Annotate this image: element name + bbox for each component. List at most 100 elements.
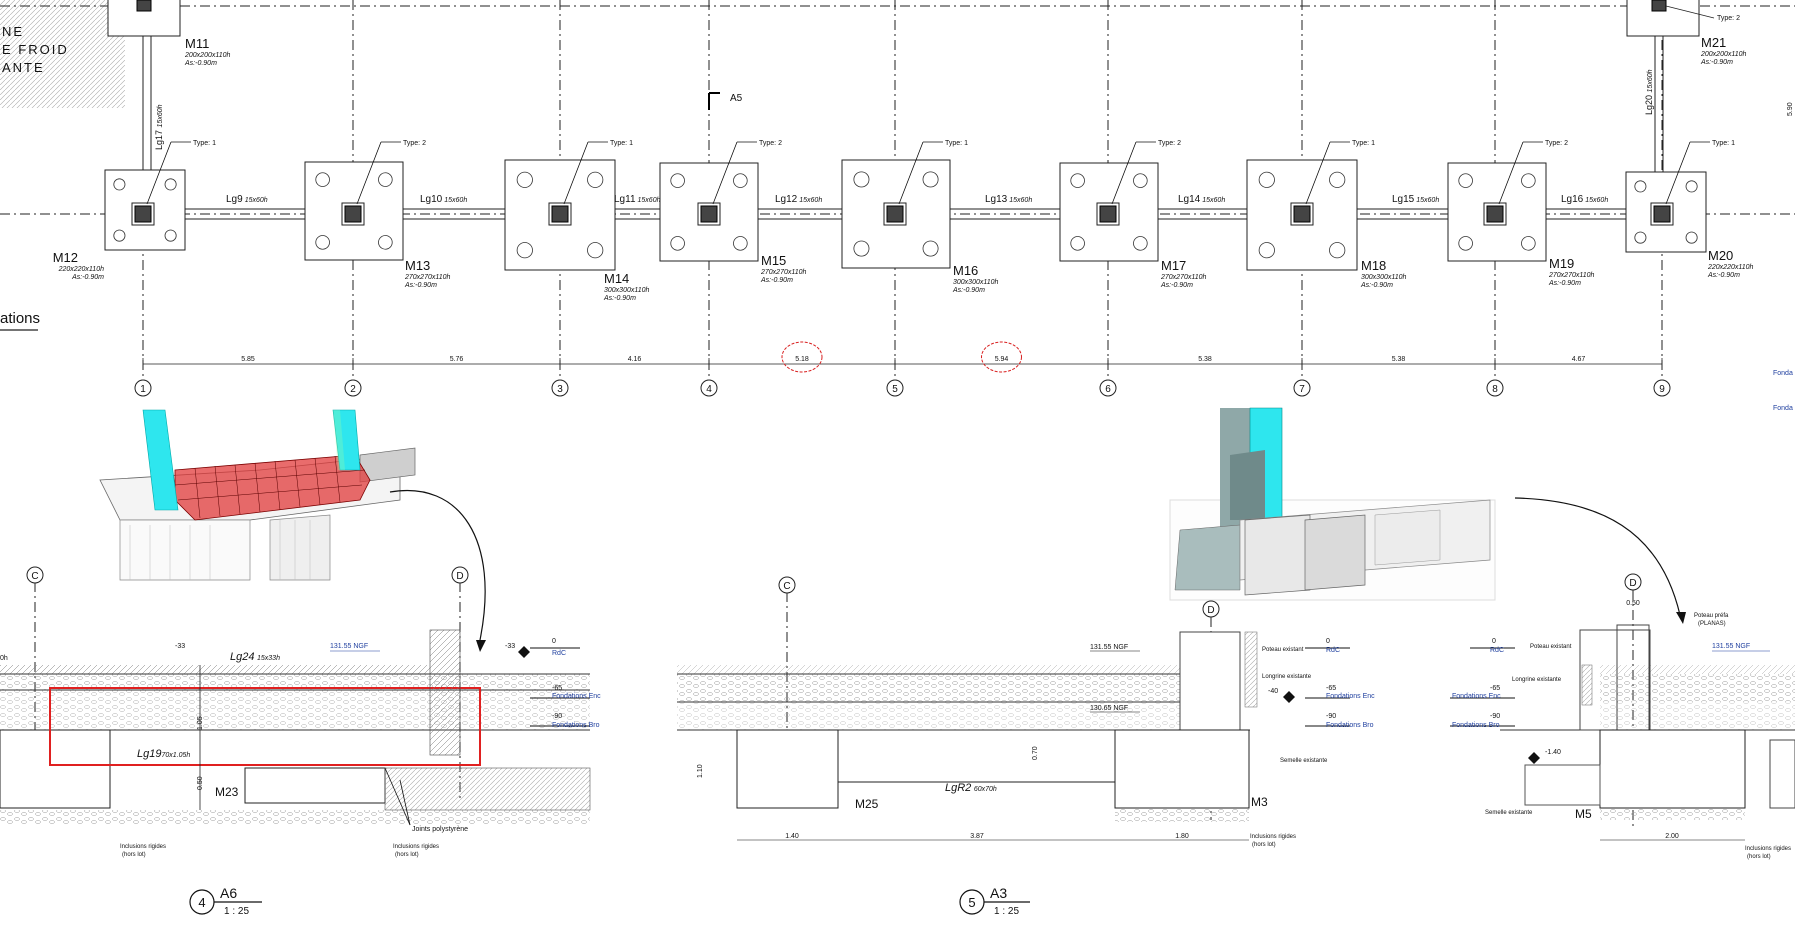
svg-text:Fondations Bro: Fondations Bro	[1452, 722, 1500, 729]
grid-axis-label: 8	[1492, 384, 1498, 395]
svg-text:A5: A5	[730, 93, 743, 104]
grid-axis-label: 2	[350, 384, 356, 395]
a3-axis-c: C	[783, 581, 790, 592]
a6-title-scale: 1 : 25	[224, 906, 249, 917]
footing-size: 270x270x110h	[1160, 274, 1207, 281]
footing-size: 220x220x110h	[1707, 264, 1754, 271]
footing-type-label: Type: 1	[1712, 140, 1735, 147]
footing-name: M13	[405, 258, 430, 273]
right-edge-label-2: Fonda	[1773, 405, 1793, 412]
column-cyan-right	[332, 409, 361, 471]
a6-level-65: -65 Fondations Enc	[530, 685, 601, 700]
right-note-3: Poteau existant	[1530, 644, 1572, 650]
a6-lg19: Lg1970x1.05h	[137, 748, 190, 760]
svg-text:-90: -90	[1326, 713, 1336, 720]
a6-axis-d: D	[456, 571, 463, 582]
grid-axis-label: 9	[1659, 384, 1665, 395]
footing-size: 270x270x110h	[1548, 272, 1595, 279]
footing-type-label: Type: 2	[1545, 140, 1568, 147]
section-right: D 0.50 Poteau préfa (PLANAS) Poteau exis…	[1450, 573, 1795, 860]
right-bottom-dim: 2.00	[1665, 833, 1679, 840]
footing-size: 300x300x110h	[1361, 274, 1407, 281]
footing-size: 270x270x110h	[404, 274, 451, 281]
a6-footing: M23	[215, 785, 239, 799]
svg-text:Fondations Bro: Fondations Bro	[1326, 722, 1374, 729]
m21-as: As:-0.90m	[1700, 59, 1733, 66]
a6-lg24: Lg24 15x33h	[230, 651, 280, 663]
grid-axis-bubble	[134, 379, 152, 397]
right-spot-level: -1.40	[1545, 749, 1561, 756]
right-note-5: Semelle existante	[1485, 810, 1533, 816]
a3-beam: LgR2 60x70h	[945, 782, 997, 794]
svg-text:0: 0	[1492, 638, 1496, 645]
a6-inclusion-2: (hors lot)	[122, 852, 146, 858]
footing-type-label: Type: 1	[610, 140, 633, 147]
svg-text:-90: -90	[552, 713, 562, 720]
a6-inclusion-1: Inclusions rigides	[120, 844, 166, 850]
right-level-90: -90 Fondations Bro	[1450, 713, 1515, 729]
grid-axis-bubble	[1486, 379, 1504, 397]
m21-name: M21	[1701, 35, 1726, 50]
svg-text:RdC: RdC	[552, 650, 566, 657]
grid-axis-label: 5	[892, 384, 898, 395]
a6-inclusion-3: Inclusions rigides	[393, 844, 439, 850]
grid-axis-bubble	[886, 379, 904, 397]
revision-cloud	[981, 341, 1022, 373]
right-edge-dim: 5.90	[1787, 102, 1794, 116]
grid-axis-bubble	[344, 379, 362, 397]
m11-name: M11	[185, 36, 209, 51]
span-dimension: 4.67	[1572, 356, 1586, 363]
m21-size: 200x200x110h	[1700, 51, 1747, 58]
m11-as: As:-0.90m	[184, 60, 217, 67]
a3-inclusion-1: Inclusions rigides	[1250, 834, 1296, 840]
footing-as: As:-0.90m	[952, 287, 985, 294]
svg-text:0: 0	[1326, 638, 1330, 645]
right-top-dim: 0.50	[1626, 600, 1640, 607]
a6-dim-1: 1.05	[197, 716, 204, 730]
footing-name: M20	[1708, 248, 1733, 263]
corner-text-2: E FROID	[2, 42, 69, 57]
a3-note-3: Semelle existante	[1280, 758, 1328, 764]
grid-axis-label: 6	[1105, 384, 1111, 395]
span-dimension: 5.38	[1392, 356, 1406, 363]
m11-size: 200x200x110h	[184, 52, 231, 59]
a3-dim-2: 3.87	[970, 833, 984, 840]
right-inclusion-2: (hors lot)	[1747, 854, 1771, 860]
footing-type-label: Type: 1	[945, 140, 968, 147]
a3-dim-4: 1.10	[697, 764, 704, 778]
a3-footing-m25: M25	[855, 797, 879, 811]
span-dimension: 5.85	[241, 356, 255, 363]
right-edge-label-1: Fonda	[1773, 370, 1793, 377]
a3-footing-m3: M3	[1251, 795, 1268, 809]
a6-level-90: -90 Fondations Bro	[530, 713, 600, 729]
corner-text-1: NE	[2, 24, 24, 39]
iso-view-left	[99, 409, 416, 581]
leader-arrow-a6	[389, 489, 486, 641]
footing-name: M15	[761, 253, 786, 268]
span-dimension: 4.16	[628, 356, 642, 363]
svg-text:-90: -90	[1490, 713, 1500, 720]
right-ngf: 131.55 NGF	[1712, 643, 1750, 650]
section-a6: C D 0h 131.55 NGF Lg24 15x33h Lg1970x1.0…	[0, 566, 601, 917]
a3-dim-3: 1.80	[1175, 833, 1189, 840]
svg-text:Fondations Bro: Fondations Bro	[552, 722, 600, 729]
a3-inclusion-2: (hors lot)	[1252, 842, 1276, 848]
a3-ngf-top: 131.55 NGF	[1090, 644, 1128, 651]
span-dimension: 5.76	[450, 356, 464, 363]
footing-as: As:-0.90m	[71, 274, 104, 281]
a6-inclusion-4: (hors lot)	[395, 852, 419, 858]
footing-size: 220x220x110h	[58, 266, 105, 273]
span-dimension: 5.18	[795, 356, 809, 363]
right-level-0: 0 RdC	[1470, 638, 1515, 654]
grid-axis-bubble	[551, 379, 569, 397]
column-cyan-left	[142, 409, 179, 511]
footing-name: M16	[953, 263, 978, 278]
